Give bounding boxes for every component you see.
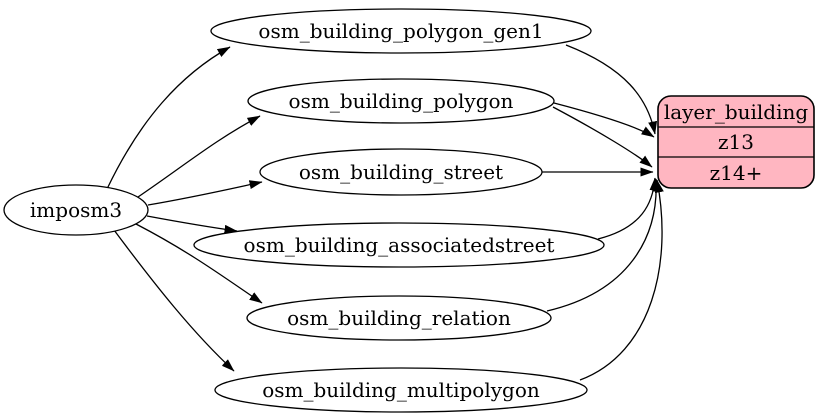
node-imposm3-label: imposm3 xyxy=(30,198,122,222)
node-osm_building_associatedstreet-label: osm_building_associatedstreet xyxy=(244,233,555,257)
node-osm_building_street-label: osm_building_street xyxy=(299,160,503,184)
node-osm_building_associatedstreet: osm_building_associatedstreet xyxy=(193,222,605,268)
node-osm_building_multipolygon: osm_building_multipolygon xyxy=(214,367,588,413)
node-osm_building_polygon: osm_building_polygon xyxy=(247,78,555,124)
node-osm_building_polygon-label: osm_building_polygon xyxy=(289,89,514,113)
node-osm_building_polygon_gen1-label: osm_building_polygon_gen1 xyxy=(258,19,543,43)
node-osm_building_multipolygon-label: osm_building_multipolygon xyxy=(262,378,540,402)
edge-imposm3-to-osm_building_street xyxy=(147,180,263,206)
edge-osm_building_polygon-to-z13 xyxy=(553,102,655,138)
edge-imposm3-to-osm_building_associatedstreet xyxy=(146,215,238,234)
node-layer_building-row-z13: z13 xyxy=(718,130,754,154)
edge-osm_building_polygon_gen1-to-z13 xyxy=(565,44,658,135)
edge-osm_building_multipolygon-to-z14 xyxy=(579,179,664,381)
edge-imposm3-to-osm_building_relation xyxy=(135,223,263,304)
node-osm_building_polygon_gen1: osm_building_polygon_gen1 xyxy=(210,8,592,54)
node-osm_building_street: osm_building_street xyxy=(259,148,543,196)
node-osm_building_relation-label: osm_building_relation xyxy=(287,306,511,330)
node-imposm3: imposm3 xyxy=(3,184,149,236)
node-osm_building_relation: osm_building_relation xyxy=(246,295,552,341)
edge-imposm3-to-osm_building_multipolygon xyxy=(113,229,235,372)
node-layer_building: layer_building z13 z14+ xyxy=(657,95,815,189)
edge-osm_building_relation-to-z14 xyxy=(546,178,662,312)
edge-imposm3-to-osm_building_polygon xyxy=(137,115,261,198)
edge-osm_building_associatedstreet-to-z14 xyxy=(597,177,659,240)
edge-osm_building_polygon-to-z14 xyxy=(552,106,653,168)
node-layer_building-title: layer_building xyxy=(664,100,809,124)
edge-imposm3-to-osm_building_polygon_gen1 xyxy=(106,46,231,190)
node-layer_building-row-z14: z14+ xyxy=(710,161,763,185)
